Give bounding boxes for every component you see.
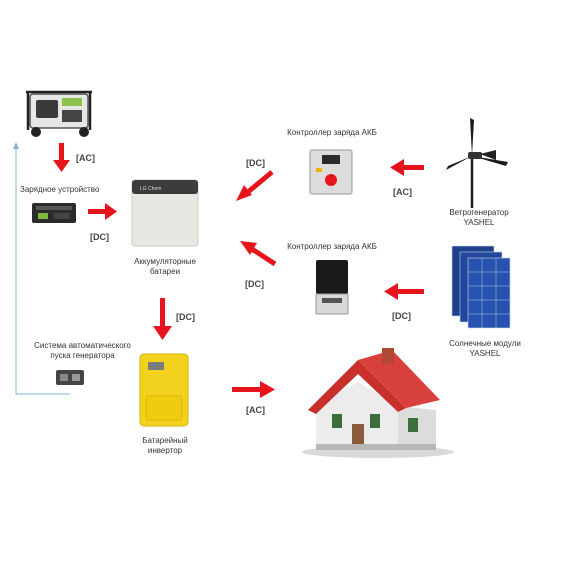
autostart-label-line2: пуска генератора (50, 351, 115, 360)
arrow-solarctrl-battery (240, 241, 277, 267)
solar-label: Солнечные модули YASHEL (435, 339, 535, 359)
wind-label-line1: Ветрогенератор (449, 208, 509, 217)
wind-controller-label: Контроллер заряда АКБ (287, 128, 377, 137)
tag-inverter-ac: [AC] (246, 405, 265, 415)
battery-icon: LG Chem (131, 179, 199, 247)
inverter-icon (139, 353, 189, 427)
arrow-wind-windctrl (390, 159, 424, 176)
solar-controller-icon (315, 260, 349, 315)
charger-icon (32, 203, 76, 223)
solar-label-line1: Солнечные модули (449, 339, 521, 348)
tag-charger-dc: [DC] (90, 232, 109, 242)
tag-wind-ac: [AC] (393, 187, 412, 197)
tag-solar-controller-dc: [DC] (245, 279, 264, 289)
tag-generator-ac: [AC] (76, 153, 95, 163)
autostart-label-line1: Система автоматического (34, 341, 131, 350)
tag-wind-controller-dc: [DC] (246, 158, 265, 168)
arrow-inverter-house (232, 381, 275, 398)
solar-controller-label: Контроллер заряда АКБ (287, 242, 377, 251)
arrow-solar-solarctrl (384, 283, 424, 300)
solar-panel-icon (451, 245, 511, 329)
inverter-label: Батарейный инвертор (120, 436, 210, 456)
arrow-battery-inverter (153, 298, 172, 340)
svg-text:LG Chem: LG Chem (140, 186, 161, 192)
inverter-label-line1: Батарейный (142, 436, 188, 445)
arrow-charger-battery (88, 203, 117, 220)
solar-label-line2: YASHEL (469, 349, 501, 358)
inverter-label-line2: инвертор (147, 446, 183, 455)
arrow-generator-charger (53, 143, 70, 172)
arrow-windctrl-battery (236, 170, 274, 201)
autostart-label: Система автоматического пуска генератора (30, 341, 135, 361)
battery-label-line2: батареи (149, 267, 181, 276)
tag-battery-dc: [DC] (176, 312, 195, 322)
battery-label-line1: Аккумуляторные (134, 257, 196, 266)
battery-label: Аккумуляторные батареи (120, 257, 210, 277)
generator-icon (26, 90, 92, 137)
charger-label: Зарядное устройство (20, 185, 100, 194)
house-icon (302, 348, 454, 458)
wind-label: Ветрогенератор YASHEL (434, 208, 524, 228)
wind-turbine-icon (446, 118, 508, 208)
controller-icon (309, 149, 353, 195)
wind-label-line2: YASHEL (463, 218, 495, 227)
tag-solar-dc: [DC] (392, 311, 411, 321)
autostart-module-icon (56, 370, 84, 385)
